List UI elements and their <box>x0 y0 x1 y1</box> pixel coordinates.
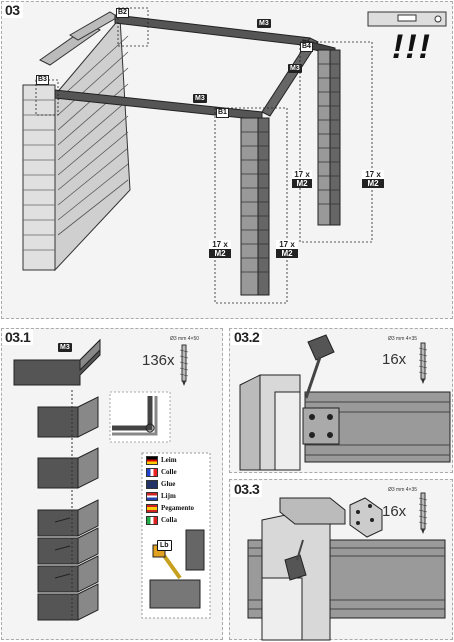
level-tool-icon <box>367 11 447 27</box>
quantity-032: 16x <box>382 351 407 368</box>
screwdriver-icon <box>304 334 335 399</box>
lang-row-de: Leim <box>146 455 177 465</box>
warning-mark: !!! <box>392 28 432 66</box>
screw-spec-031: Ø3 mm 4×50 <box>170 336 200 342</box>
back-wall <box>22 11 131 272</box>
back-post <box>317 49 341 226</box>
flag-nl-icon <box>146 491 158 501</box>
callout-b1: B1 <box>216 108 229 118</box>
screw-icon-031 <box>179 344 189 386</box>
screw-icon-033 <box>418 492 428 534</box>
callout-b3: B3 <box>36 75 49 85</box>
lang-row-nl: Lijm <box>146 491 176 501</box>
front-post <box>240 117 270 296</box>
beam-label-m3-detail: M3 <box>58 343 72 352</box>
lang-row-uk: Glue <box>146 479 175 489</box>
angle-bracket <box>302 407 340 445</box>
flag-it-icon <box>146 515 158 525</box>
glue-language-list: Leim Colle Glue Lijm Pegamento Colla <box>142 455 210 535</box>
beam-label-m3-front: M3 <box>193 94 207 103</box>
screwdriver-icon-033 <box>284 539 307 581</box>
step-number-03: 03 <box>2 2 23 18</box>
callout-b2: B2 <box>116 8 129 18</box>
quantity-033: 16x <box>382 503 407 520</box>
flag-fr-icon <box>146 467 158 477</box>
screw-spec-032: Ø3 mm 4×35 <box>388 336 418 342</box>
step-number-03-3: 03.3 <box>231 481 263 497</box>
beam-label-m3-right: M3 <box>288 64 302 73</box>
beam-label-m3-top: M3 <box>257 19 271 28</box>
screw-spec-033: Ø3 mm 4×35 <box>388 487 418 493</box>
step-number-03-1: 03.1 <box>2 329 34 345</box>
lang-row-es: Pegamento <box>146 503 194 513</box>
screw-icon-032 <box>418 342 428 384</box>
glue-brush <box>149 529 205 609</box>
lab-tag: Lb <box>157 540 172 551</box>
step-number-03-2: 03.2 <box>231 329 263 345</box>
callout-b4: B4 <box>300 42 313 52</box>
lang-row-it: Colla <box>146 515 177 525</box>
top-beams <box>54 14 336 121</box>
corner-detail <box>109 391 171 443</box>
guide-boxes <box>35 7 373 304</box>
bracket-piece <box>349 497 383 538</box>
lang-row-fr: Colle <box>146 467 177 477</box>
flag-es-icon <box>146 503 158 513</box>
quantity-031: 136x <box>142 352 175 369</box>
flag-uk-icon <box>146 479 158 489</box>
flag-de-icon <box>146 455 158 465</box>
